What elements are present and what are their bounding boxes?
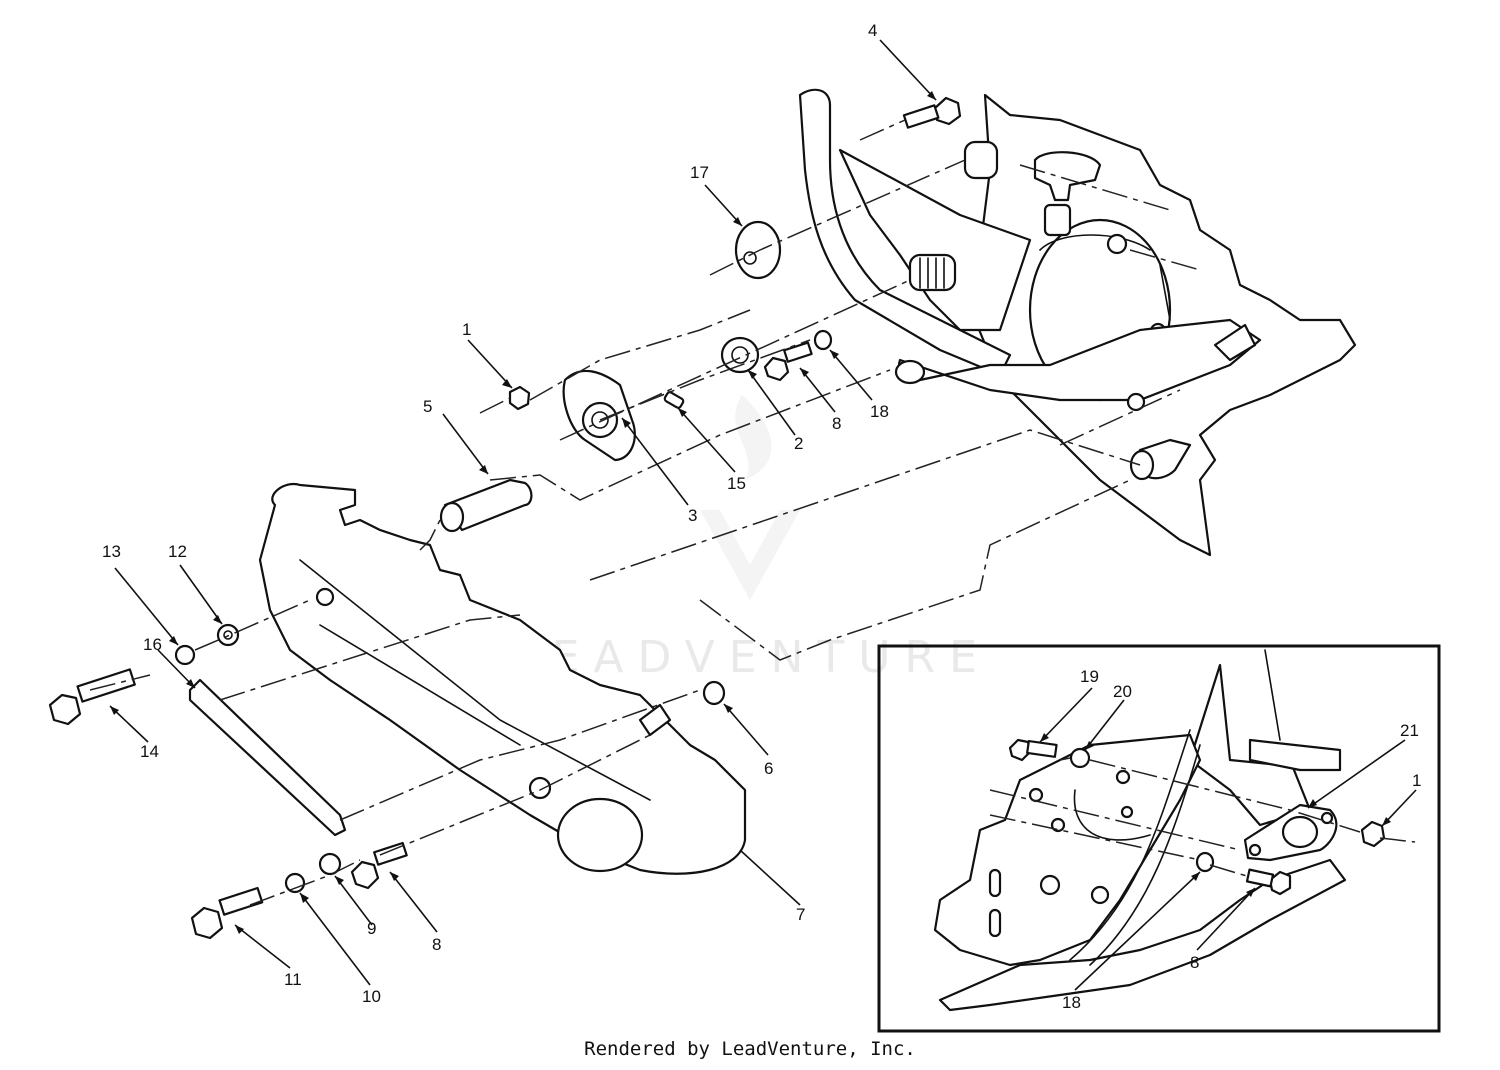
callout-21: 21 [1400, 721, 1419, 740]
callout-3: 3 [688, 506, 697, 525]
callout-4: 4 [868, 21, 877, 40]
callout-16: 16 [143, 635, 162, 654]
callout-8-inset: 8 [1190, 953, 1199, 972]
callout-12: 12 [168, 542, 187, 561]
callout-8-lower: 8 [432, 935, 441, 954]
callout-leaders [109, 39, 937, 986]
callout-18: 18 [870, 402, 889, 421]
watermark-text: LEADVENTURE [513, 632, 991, 683]
inset-detail [933, 649, 1417, 1012]
callout-10: 10 [362, 987, 381, 1006]
assembly-centerlines [89, 119, 1201, 906]
callout-5: 5 [423, 397, 432, 416]
callout-6: 6 [764, 759, 773, 778]
render-credit: Rendered by LeadVenture, Inc. [584, 1038, 916, 1060]
callout-2: 2 [794, 434, 803, 453]
callout-11: 11 [284, 970, 302, 989]
transmission-housing [798, 88, 1357, 557]
callout-13: 13 [102, 542, 121, 561]
callout-15: 15 [727, 474, 746, 493]
callout-20: 20 [1113, 682, 1132, 701]
callout-labels: 1 2 3 4 5 6 7 8 8 9 10 11 12 13 14 15 16… [102, 21, 1421, 1012]
callout-9: 9 [367, 919, 376, 938]
fasteners [48, 96, 962, 940]
callout-7: 7 [796, 905, 805, 924]
callout-1: 1 [462, 320, 471, 339]
inset-frame [877, 644, 1441, 1033]
callout-14: 14 [140, 742, 159, 761]
callout-8-upper: 8 [832, 414, 841, 433]
callout-19: 19 [1080, 667, 1099, 686]
callout-17: 17 [690, 163, 709, 182]
front-bumper-guard [258, 482, 747, 875]
watermark-logo [700, 395, 800, 600]
callout-1-inset: 1 [1412, 771, 1421, 790]
reinforcement-bar [188, 678, 347, 837]
callout-18-inset: 18 [1062, 993, 1081, 1012]
